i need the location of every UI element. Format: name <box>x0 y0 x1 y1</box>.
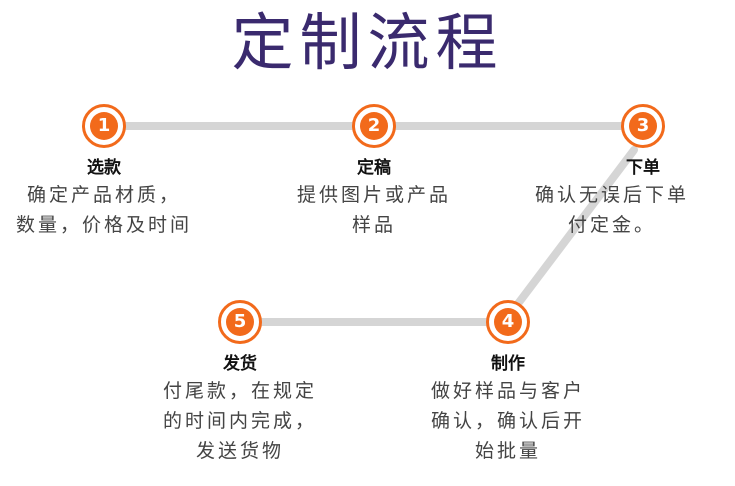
step-5-number: 5 <box>226 308 254 336</box>
step-1-marker: 1 <box>82 104 126 148</box>
step-2-title: 定稿 <box>357 158 391 178</box>
step-3-marker: 3 <box>621 104 665 148</box>
connector-3-4 <box>513 146 638 309</box>
step-4-desc-line-3: 始批量 <box>474 440 541 462</box>
step-1-desc-line-1: 确定产品材质， <box>26 184 181 206</box>
page-title: 定制流程 <box>231 6 504 79</box>
step-4-title: 制作 <box>491 354 525 374</box>
step-2-desc: 提供图片或产品 样品 <box>254 180 494 240</box>
step-5-desc-line-2: 的时间内完成， <box>162 410 317 432</box>
step-5-desc-line-3: 发送货物 <box>195 440 284 462</box>
step-4-marker: 4 <box>486 300 530 344</box>
step-3-title: 下单 <box>626 158 660 178</box>
step-5-title: 发货 <box>223 354 257 374</box>
step-4-number: 4 <box>494 308 522 336</box>
step-2-number: 2 <box>360 112 388 140</box>
step-4-desc-line-2: 确认，确认后开 <box>430 410 585 432</box>
step-3-desc: 确认无误后下单 付定金。 <box>492 180 732 240</box>
step-1-desc: 确定产品材质， 数量，价格及时间 <box>0 180 224 240</box>
step-1-desc-line-2: 数量，价格及时间 <box>15 214 192 236</box>
step-1-number: 1 <box>90 112 118 140</box>
step-5-desc-line-1: 付尾款，在规定 <box>162 380 317 402</box>
step-1-title: 选款 <box>87 158 121 178</box>
step-5-desc: 付尾款，在规定 的时间内完成， 发送货物 <box>120 376 360 466</box>
step-2-marker: 2 <box>352 104 396 148</box>
step-2-desc-line-1: 提供图片或产品 <box>296 184 451 206</box>
step-3-desc-line-1: 确认无误后下单 <box>534 184 689 206</box>
step-2-desc-line-2: 样品 <box>351 214 396 236</box>
step-4-desc: 做好样品与客户 确认，确认后开 始批量 <box>388 376 628 466</box>
step-3-desc-line-2: 付定金。 <box>567 214 656 236</box>
step-3-number: 3 <box>629 112 657 140</box>
step-4-desc-line-1: 做好样品与客户 <box>430 380 585 402</box>
step-5-marker: 5 <box>218 300 262 344</box>
